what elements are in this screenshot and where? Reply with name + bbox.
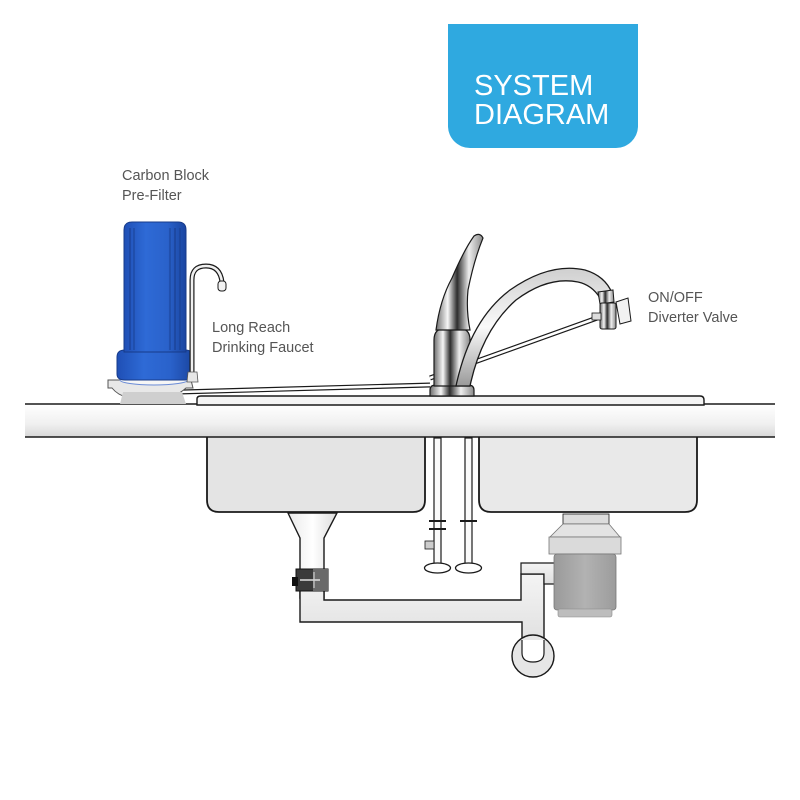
drinking-faucet-label: Long Reach Drinking Faucet [212,318,314,358]
garbage-disposer [548,513,622,618]
drinking-faucet-label-line-1: Long Reach [212,320,291,336]
right-sink-basin [478,429,698,513]
title-text: SYSTEM DIAGRAM [474,72,609,130]
countertop [25,403,775,438]
title-line-1: SYSTEM [474,70,594,102]
title-line-2: DIAGRAM [474,99,610,131]
prefilter-label-line-2: Pre-Filter [122,188,182,204]
drinking-faucet-label-line-2: Drinking Faucet [212,340,314,356]
prefilter-label-line-1: Carbon Block [122,168,210,184]
slip-joint-coupling [292,568,329,592]
carbon-block-prefilter [107,221,194,404]
filter-tubing [179,382,431,395]
p-trap [511,634,555,678]
system-diagram-title-box: SYSTEM DIAGRAM [448,24,638,148]
diverter-valve-label-line-1: ON/OFF [648,290,703,306]
prefilter-label: Carbon Block Pre-Filter [122,166,209,206]
sink-rim [196,395,705,406]
diverter-valve-label: ON/OFF Diverter Valve [648,288,738,328]
on-off-diverter-valve [591,297,632,330]
long-reach-drinking-faucet [186,263,227,383]
diverter-valve-label-line-2: Diverter Valve [648,310,738,326]
cold-water-supply-line [454,437,483,574]
kitchen-faucet [429,233,615,397]
left-sink-basin [206,429,426,513]
hot-water-supply-line [423,437,452,574]
